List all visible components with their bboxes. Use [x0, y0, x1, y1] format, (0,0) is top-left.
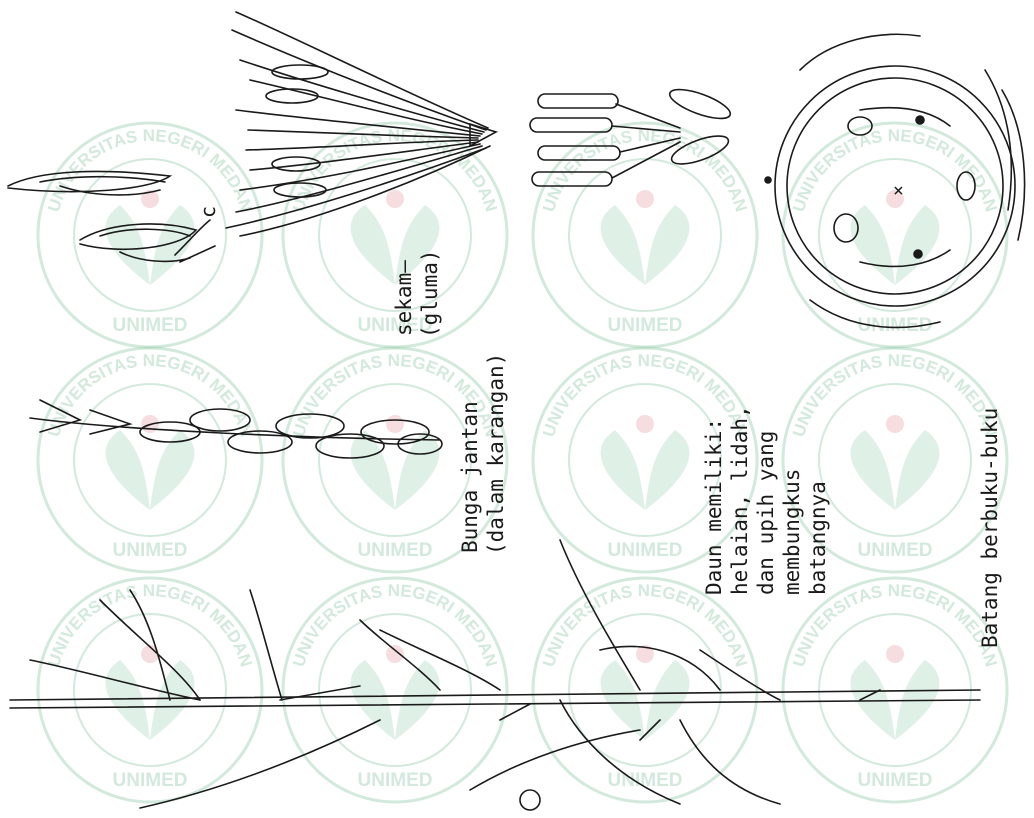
stamens-drawing	[530, 84, 733, 186]
spikelet-drawing	[8, 171, 215, 262]
label-bunga-line2: (dalam karangan)	[484, 353, 509, 555]
label-daun-line1: Daun memiliki:	[702, 418, 727, 595]
label-sekam: sekam—	[392, 260, 417, 336]
inflorescence-drawing	[30, 400, 442, 458]
male-flower-drawing	[226, 12, 496, 236]
grass-stem-drawing	[10, 540, 980, 810]
label-daun-line5: batangnya	[806, 481, 831, 595]
label-bunga-line1: Bunga jantan	[458, 401, 483, 553]
label-batang: Batang berbuku-buku	[978, 408, 1003, 648]
label-letter-c: c	[196, 206, 221, 218]
label-daun-line3: dan upih yang	[754, 431, 779, 595]
label-daun-line2: helaian, lidah,	[728, 405, 753, 595]
label-mark-x: ×	[886, 185, 911, 196]
label-gluma: (gluma)	[418, 249, 443, 338]
floral-diagram-drawing	[765, 34, 1025, 327]
label-daun-line4: membungkus	[780, 469, 805, 595]
